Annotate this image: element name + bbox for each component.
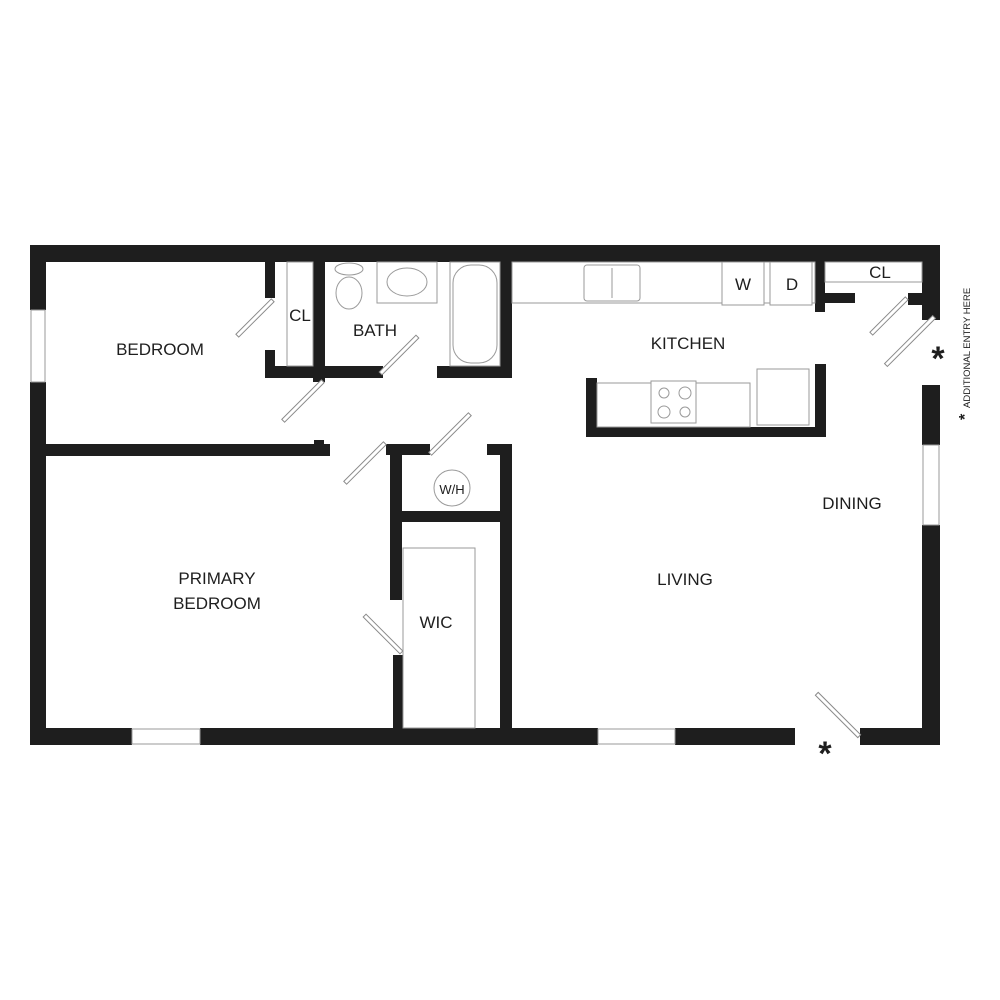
sink-icon xyxy=(386,267,428,297)
label-primary-bedroom-1: PRIMARY xyxy=(178,569,255,588)
toilet-icon xyxy=(335,276,363,310)
room-labels: BEDROOM CL BATH KITCHEN W D CL W/H DININ… xyxy=(116,263,891,632)
label-water-heater: W/H xyxy=(439,482,464,497)
washer xyxy=(721,261,765,306)
bathtub-icon xyxy=(452,264,498,364)
wic-shelf xyxy=(402,547,476,729)
label-living: LIVING xyxy=(657,570,713,589)
windows xyxy=(30,309,940,745)
bedroom-closet-shelf xyxy=(286,261,314,367)
label-closet-bedroom: CL xyxy=(289,306,311,325)
label-kitchen: KITCHEN xyxy=(651,334,726,353)
label-wic: WIC xyxy=(419,613,452,632)
refrigerator xyxy=(756,368,810,426)
entry-asterisk-bottom: * xyxy=(818,735,832,773)
label-closet-entry: CL xyxy=(869,263,891,282)
note-asterisk: * xyxy=(957,413,974,420)
doors xyxy=(235,296,937,739)
fixtures xyxy=(286,261,923,729)
walls xyxy=(30,245,940,745)
dryer xyxy=(769,261,813,306)
label-washer: W xyxy=(735,275,751,294)
water-heater-icon xyxy=(433,469,471,507)
label-primary-bedroom-2: BEDROOM xyxy=(173,594,261,613)
label-bedroom: BEDROOM xyxy=(116,340,204,359)
additional-entry-note: * ADDITIONAL ENTRY HERE xyxy=(957,288,974,420)
label-dryer: D xyxy=(786,275,798,294)
note-text: ADDITIONAL ENTRY HERE xyxy=(962,288,973,408)
entry-asterisk-right: * xyxy=(931,340,945,378)
label-bath: BATH xyxy=(353,321,397,340)
stove-icon xyxy=(650,380,697,424)
label-dining: DINING xyxy=(822,494,882,513)
entry-closet-shelf xyxy=(824,261,923,283)
